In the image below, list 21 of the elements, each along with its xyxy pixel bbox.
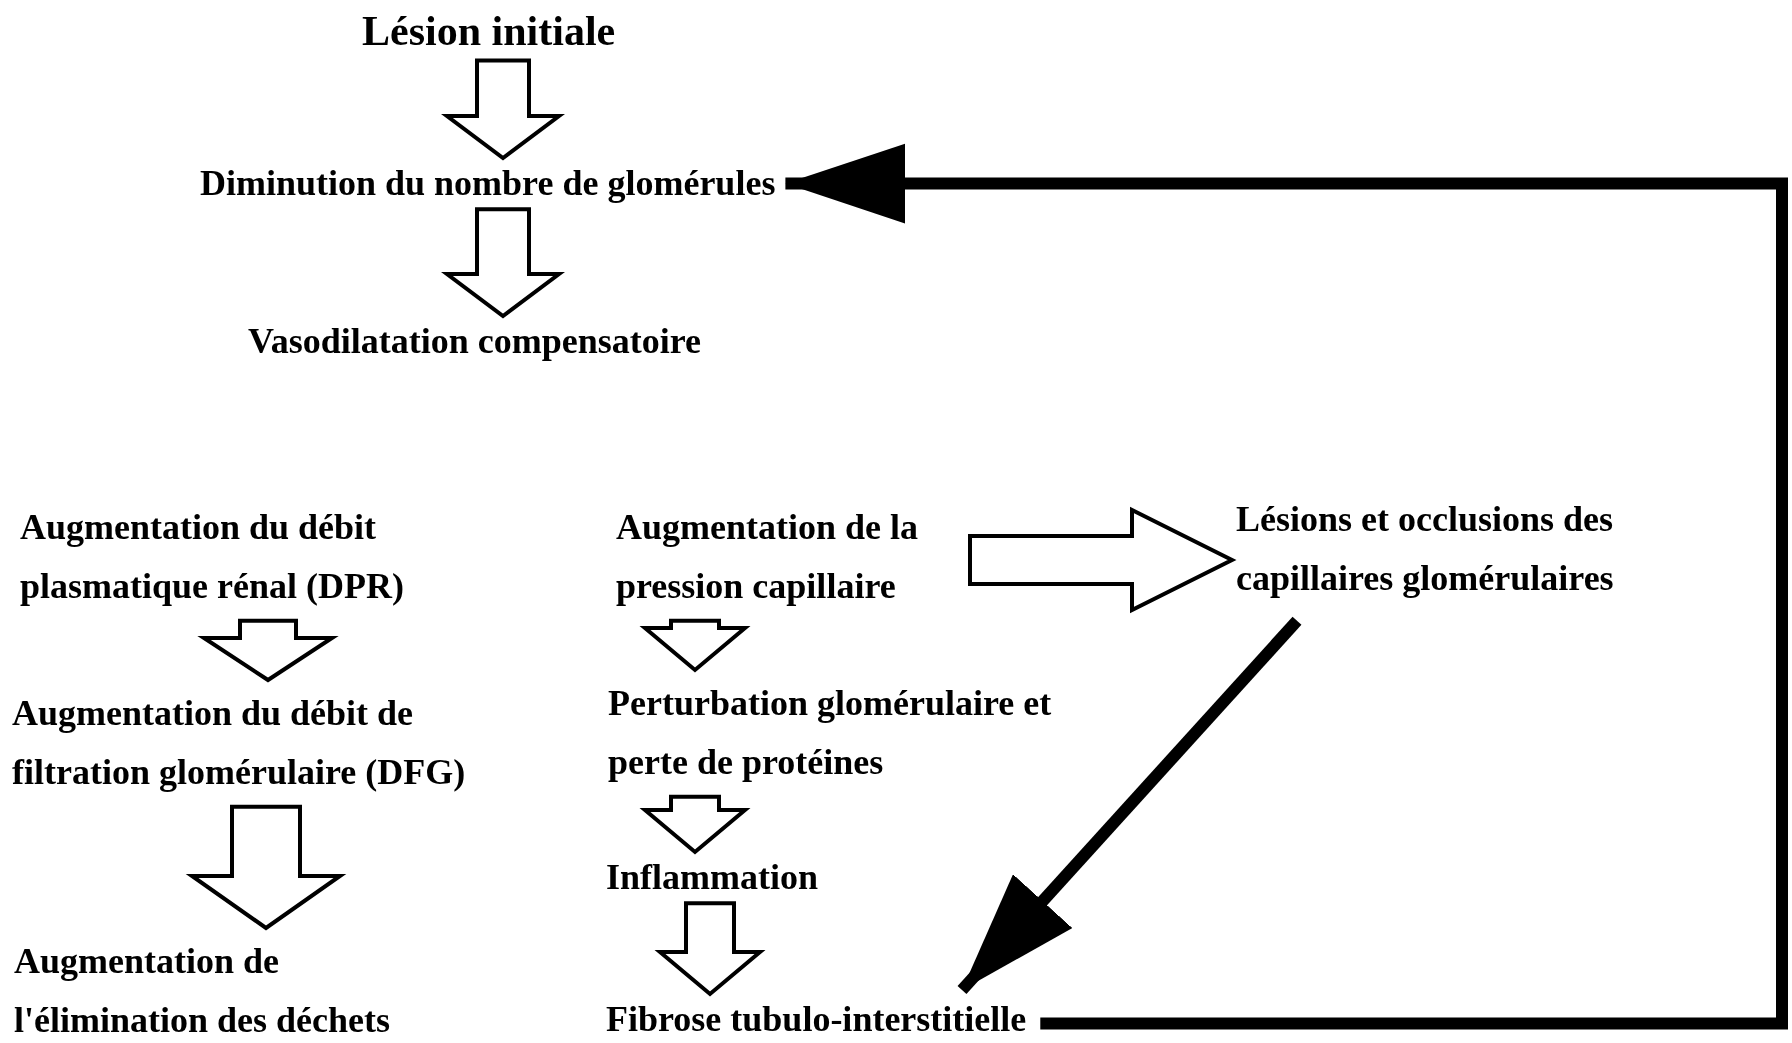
- flow-text: Lésions et occlusions des capillaires glomérulaires: [1236, 490, 1676, 609]
- hollow-block-arrow: [441, 207, 565, 319]
- hollow-block-arrow: [639, 794, 751, 855]
- flow-text: Fibrose tubulo-interstitielle: [606, 998, 1027, 1042]
- hollow-block-arrow: [968, 506, 1237, 614]
- flow-text: Augmentation de l'élimination des déchets: [14, 932, 444, 1043]
- flow-text: Vasodilatation compensatoire: [248, 320, 702, 364]
- hollow-block-arrow: [441, 58, 565, 161]
- flow-text: Diminution du nombre de glomérules: [200, 162, 776, 206]
- thick-arrow: [785, 143, 1788, 1030]
- thick-arrow: [957, 616, 1302, 995]
- flow-text: Augmentation du débit plasmatique rénal (DPR): [20, 498, 460, 617]
- hollow-block-arrow: [654, 901, 766, 997]
- hollow-block-arrow: [639, 618, 751, 673]
- flow-text: Perturbation glomérulaire et perte de protéines: [608, 674, 1063, 793]
- flow-text: Augmentation du débit de filtration glomérulaire (DFG): [12, 684, 522, 803]
- flow-text: Augmentation de la pression capillaire: [616, 498, 966, 617]
- flow-text: Lésion initiale: [362, 6, 616, 57]
- hollow-block-arrow: [185, 804, 347, 931]
- flow-text: Inflammation: [606, 856, 818, 900]
- hollow-block-arrow: [197, 618, 339, 683]
